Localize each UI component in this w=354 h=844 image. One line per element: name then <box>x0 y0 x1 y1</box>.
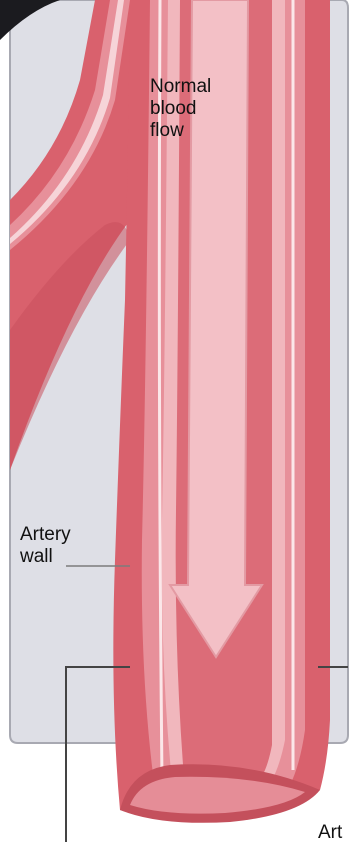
flow-label-line-3: flow <box>150 120 211 142</box>
flow-label-line-1: Normal <box>150 76 211 98</box>
flow-label-line-2: blood <box>150 98 211 120</box>
artery-wall-label: Artery wall <box>20 524 71 568</box>
normal-blood-flow-label: Normal blood flow <box>150 76 211 142</box>
cut-off-label: Art <box>318 822 342 844</box>
wall-label-line-1: Artery <box>20 524 71 546</box>
wall-label-line-2: wall <box>20 546 71 568</box>
